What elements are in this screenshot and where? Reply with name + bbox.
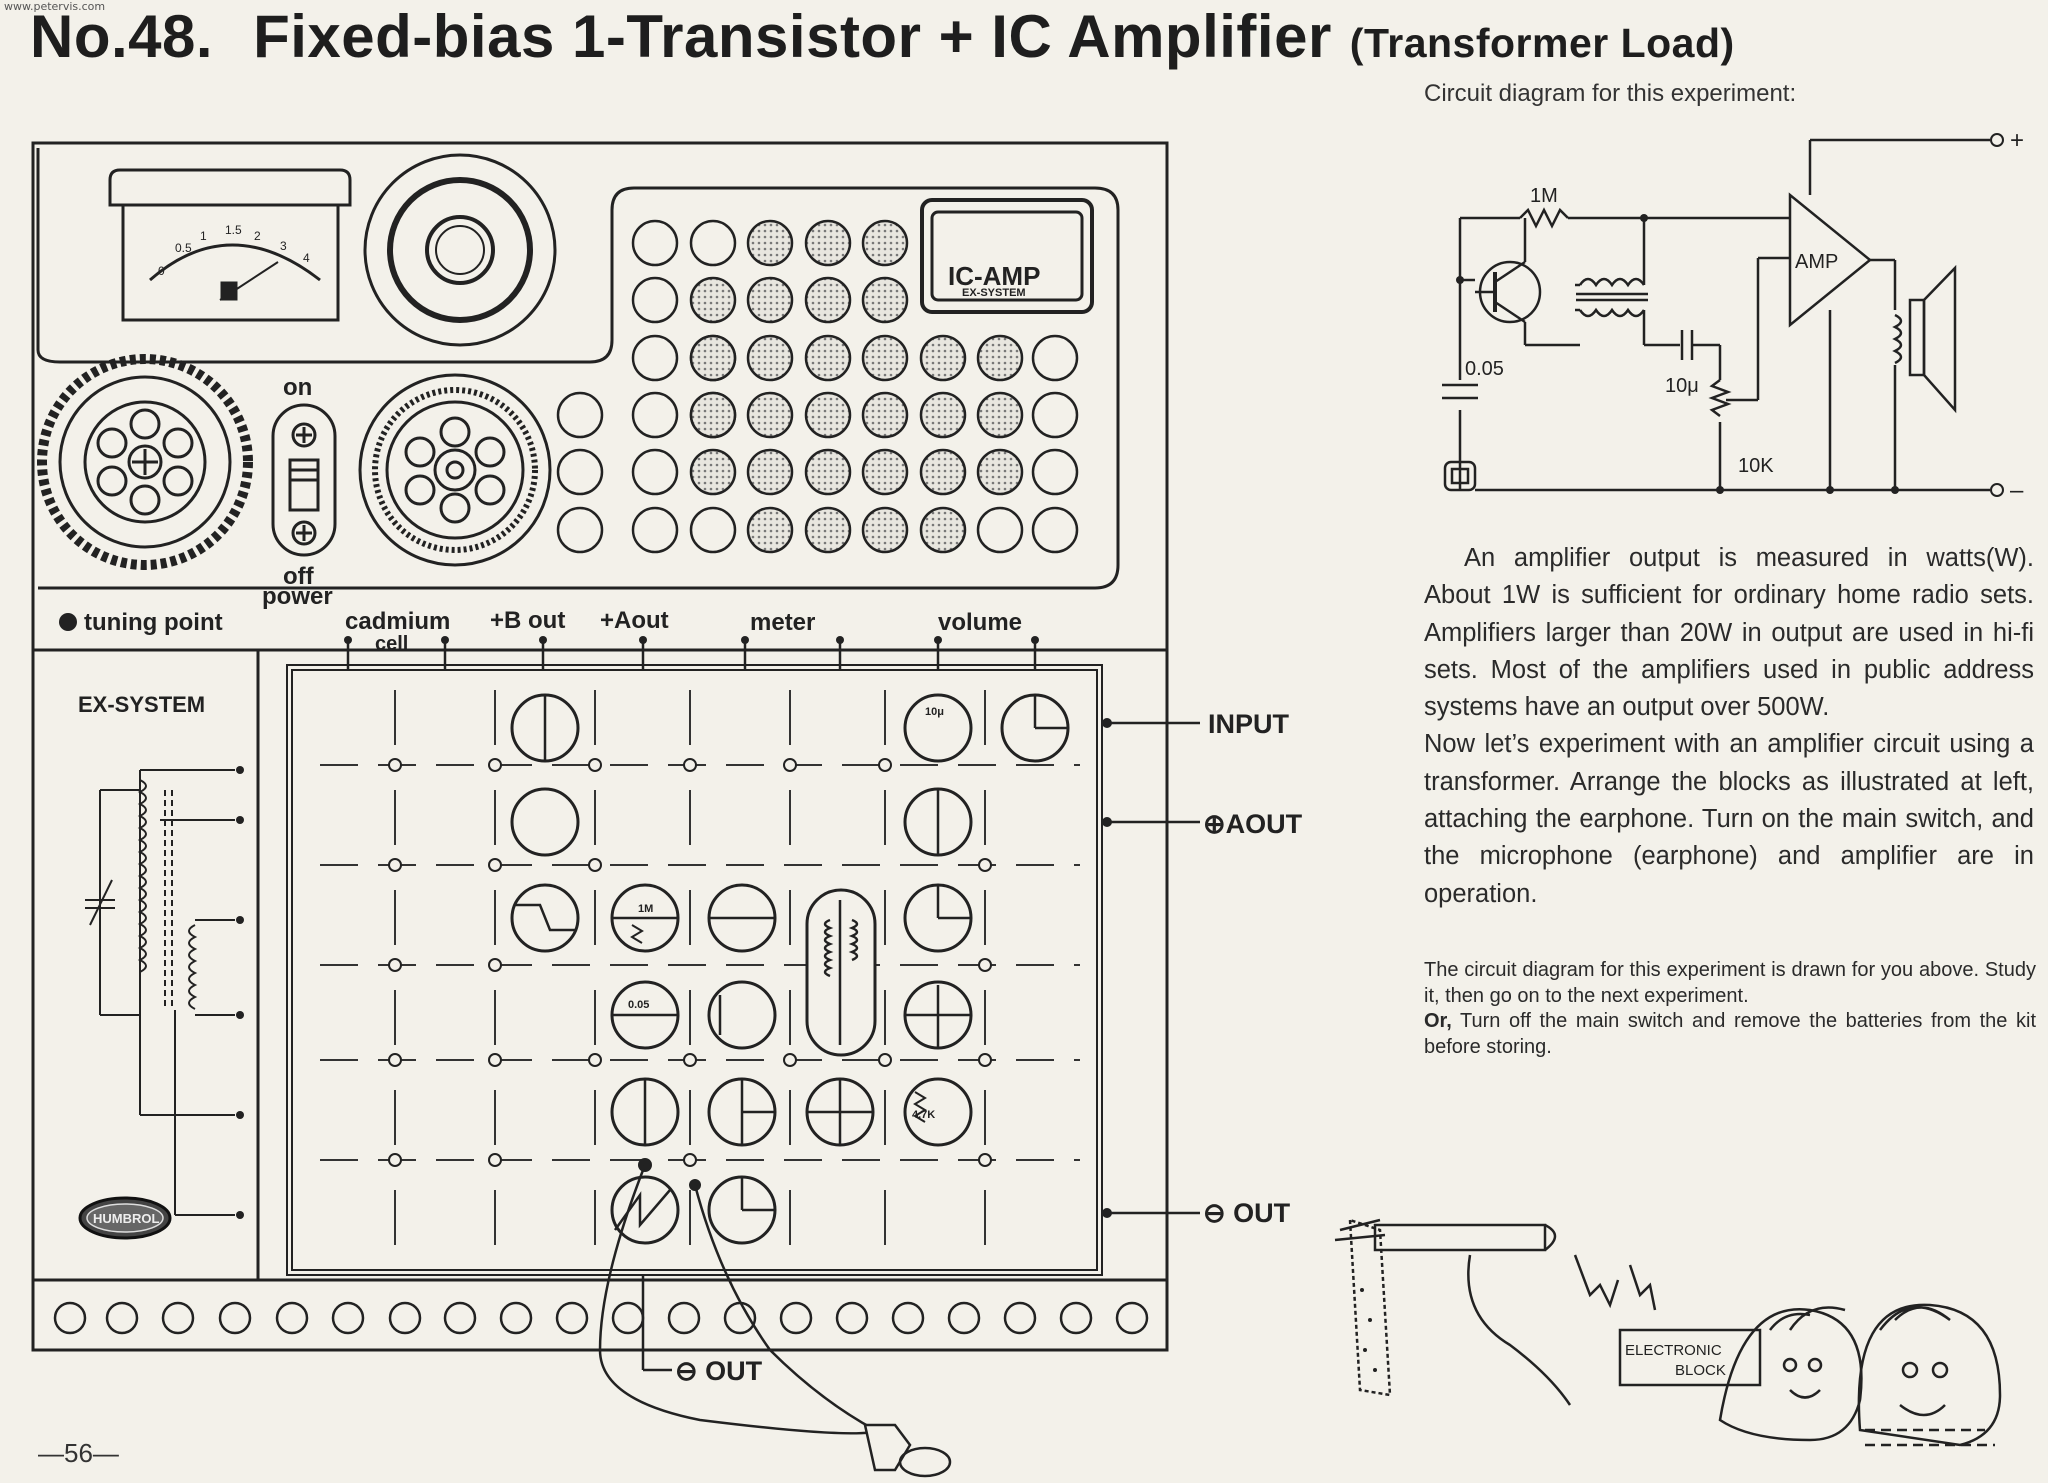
svg-text:2: 2 bbox=[254, 229, 261, 243]
board-grid bbox=[320, 690, 1080, 1260]
tuning-knob bbox=[37, 354, 253, 570]
kit-case bbox=[31, 141, 1169, 1352]
cartoon: ELECTRONIC BLOCK bbox=[1334, 1218, 2002, 1447]
svg-text:4: 4 bbox=[303, 251, 310, 265]
note-1: The circuit diagram for this experiment … bbox=[1424, 959, 2036, 1007]
bottom-holes bbox=[53, 1301, 1149, 1335]
label-10k: 10K bbox=[1738, 455, 1774, 477]
ic-badge-sub: EX-SYSTEM bbox=[962, 287, 1026, 299]
label-minus: – bbox=[2010, 477, 2024, 504]
title-number: No.48. bbox=[30, 3, 214, 70]
ic-badge-title: IC-AMP bbox=[948, 261, 1040, 291]
svg-text:0.5: 0.5 bbox=[175, 241, 192, 255]
bout-label: +B out bbox=[490, 607, 565, 634]
block-label-10u: 10μ bbox=[925, 706, 944, 718]
power-label: power bbox=[262, 583, 333, 610]
ic-amp-badge bbox=[920, 198, 1094, 314]
svg-text:3: 3 bbox=[280, 239, 287, 253]
pot-10k bbox=[1708, 379, 1732, 417]
speaker bbox=[363, 153, 557, 347]
out-side-label: ⊖ OUT bbox=[1203, 1198, 1291, 1228]
cadmium-label: cadmium bbox=[345, 608, 450, 635]
label-10u: 10μ bbox=[1665, 375, 1699, 397]
sign-line-1: ELECTRONIC bbox=[1625, 1342, 1722, 1359]
cell-label: cell bbox=[375, 633, 408, 655]
svg-text:1.5: 1.5 bbox=[225, 223, 242, 237]
microphone-stand bbox=[1348, 1218, 1392, 1397]
speaker-symbol bbox=[1908, 298, 1926, 377]
block-transistor bbox=[707, 980, 777, 1050]
electronic-block-sign bbox=[1618, 1328, 1762, 1387]
ex-transformer bbox=[85, 769, 235, 1216]
schematic-caption: Circuit diagram for this experiment: bbox=[1424, 80, 1797, 107]
bottom-out-label: ⊖ OUT bbox=[675, 1356, 763, 1386]
svg-text:0: 0 bbox=[158, 264, 165, 278]
block bbox=[610, 1175, 680, 1245]
label-plus: + bbox=[2010, 127, 2024, 154]
note-text: The circuit diagram for this experiment … bbox=[1424, 958, 2036, 1060]
meter bbox=[108, 168, 352, 322]
title-sub: (Transformer Load) bbox=[1349, 20, 1735, 66]
note-2-body: Turn off the main switch and remove the … bbox=[1424, 1010, 2036, 1058]
panel-dotted-holes bbox=[689, 219, 1024, 554]
power-switch[interactable] bbox=[271, 403, 337, 557]
label-1m: 1M bbox=[1530, 185, 1558, 207]
paragraph-2: Now let’s experiment with an amplifier c… bbox=[1424, 730, 2034, 908]
kit-illustration: on off power tuning point cadmium cell +… bbox=[31, 141, 1303, 1478]
title-main: Fixed-bias 1-Transistor + IC Amplifier bbox=[253, 3, 1332, 70]
microphone bbox=[1443, 460, 1477, 492]
on-label: on bbox=[283, 374, 312, 401]
aout-side-label: ⊕AOUT bbox=[1203, 809, 1303, 839]
volume-knob bbox=[358, 373, 552, 567]
transformer bbox=[1578, 277, 1646, 288]
label-005: 0.05 bbox=[1465, 358, 1504, 380]
mic-boom bbox=[1373, 1223, 1547, 1252]
paragraph-1: An amplifier output is measured in watts… bbox=[1424, 544, 2034, 722]
amp-triangle bbox=[1788, 192, 1872, 328]
humbrol-label: HUMBROL bbox=[93, 1211, 159, 1226]
aout-label: +Aout bbox=[600, 607, 669, 634]
ex-system-label: EX-SYSTEM bbox=[78, 692, 205, 717]
svg-text:1: 1 bbox=[200, 229, 207, 243]
volume-label: volume bbox=[938, 609, 1022, 636]
meter-scale: 0 0.5 1 1.5 2 3 4 bbox=[158, 223, 310, 278]
block-label-47k: 4.7K bbox=[912, 1109, 935, 1121]
block-label-1m: 1M bbox=[638, 903, 653, 915]
input-label: INPUT bbox=[1208, 709, 1290, 739]
page-title: No.48. Fixed-bias 1-Transistor + IC Ampli… bbox=[30, 2, 1735, 71]
off-label: off bbox=[283, 563, 315, 590]
block-label-005: 0.05 bbox=[628, 999, 649, 1011]
note-2-lead: Or, bbox=[1424, 1010, 1452, 1032]
block-cap bbox=[510, 787, 580, 857]
watermark: www.petervis.com bbox=[4, 0, 106, 13]
label-amp: AMP bbox=[1795, 251, 1838, 273]
sign-line-2: BLOCK bbox=[1675, 1362, 1726, 1379]
circuit-schematic: 1M AMP 0.05 10μ 10K + – bbox=[1442, 127, 2024, 504]
earphone bbox=[598, 1164, 952, 1478]
note-2: Or, Turn off the main switch and remove … bbox=[1424, 1009, 2036, 1060]
block-cap-10u bbox=[903, 693, 973, 763]
tuning-label: tuning point bbox=[84, 609, 223, 636]
resistor-1m bbox=[1519, 207, 1569, 229]
page-number: —56— bbox=[38, 1438, 119, 1468]
meter-label: meter bbox=[750, 609, 815, 636]
body-text: An amplifier output is measured in watts… bbox=[1424, 540, 2034, 913]
child-right bbox=[1857, 1303, 2002, 1447]
